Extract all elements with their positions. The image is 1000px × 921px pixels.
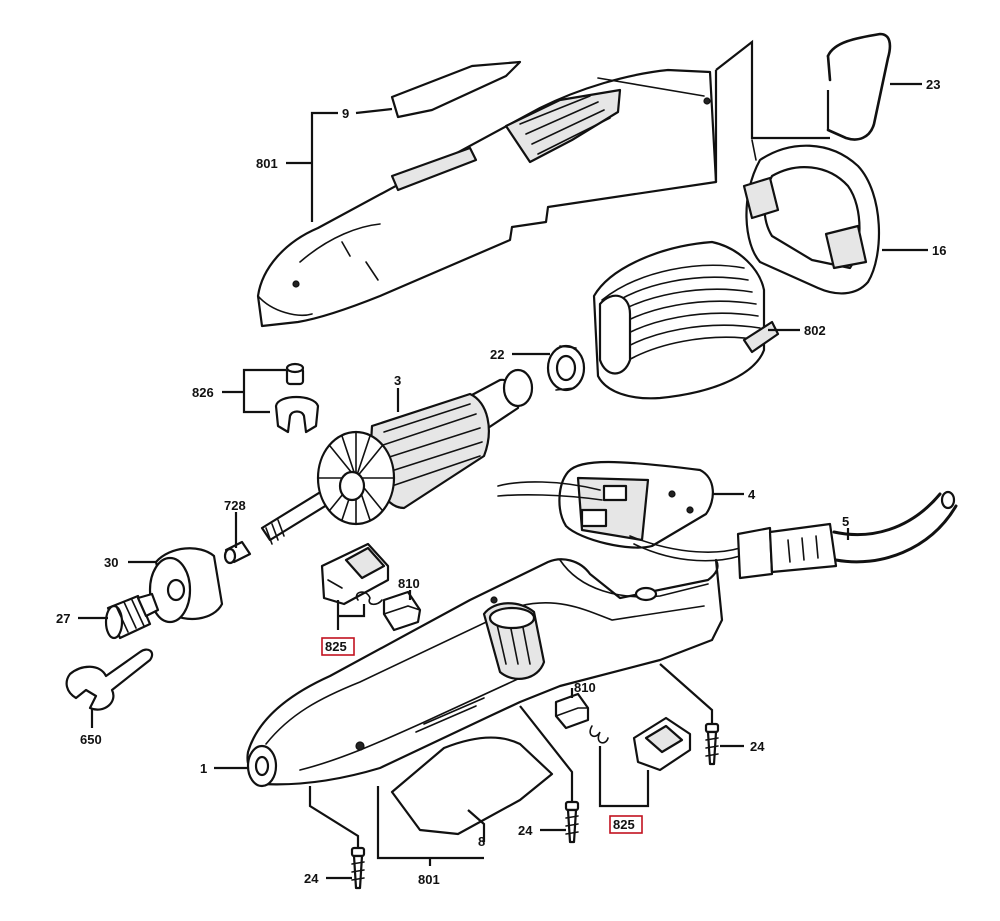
label-810-upper: 810 (398, 576, 420, 591)
part-802-field-coil (592, 240, 780, 400)
label-802: 802 (804, 323, 826, 338)
label-22: 22 (490, 347, 504, 362)
part-4-switch-assembly (497, 460, 741, 562)
part-30-nose-cap (148, 547, 224, 624)
label-4: 4 (748, 487, 756, 502)
part-22-bearing (546, 344, 586, 392)
part-826-bushing (274, 362, 320, 434)
leader-lines (78, 39, 928, 880)
label-650: 650 (80, 732, 102, 747)
part-16-end-cap (742, 139, 881, 295)
part-825-brush-cap-lower (589, 716, 692, 772)
label-24-right: 24 (750, 739, 765, 754)
part-810-brush-upper (355, 590, 422, 632)
part-24-screw-left (350, 846, 366, 890)
part-3-armature (260, 368, 534, 545)
label-30: 30 (104, 555, 118, 570)
label-825-upper: 825 (325, 639, 347, 654)
label-810-lower: 810 (574, 680, 596, 695)
part-8-label-plate (390, 736, 554, 836)
part-650-wrench (65, 648, 154, 711)
label-5: 5 (842, 514, 849, 529)
part-24-screw-mid (564, 800, 580, 844)
label-16: 16 (932, 243, 946, 258)
highlight-box-825-lower (609, 815, 643, 834)
part-5-power-cord (736, 490, 958, 580)
part-801-upper-housing (256, 68, 718, 328)
part-728-spindle-pin (223, 540, 252, 565)
label-24-mid: 24 (518, 823, 533, 838)
part-27-collet-nut (104, 592, 160, 640)
label-9: 9 (342, 106, 349, 121)
label-801-top: 801 (256, 156, 278, 171)
part-825-brush-cap-upper (320, 542, 390, 606)
label-826: 826 (192, 385, 214, 400)
label-825-lower: 825 (613, 817, 635, 832)
label-23: 23 (926, 77, 940, 92)
highlight-box-825-upper (321, 637, 355, 656)
label-8: 8 (478, 834, 485, 849)
label-1: 1 (200, 761, 207, 776)
part-24-screw-right (704, 722, 720, 766)
part-1-lower-housing (246, 558, 724, 788)
label-728: 728 (224, 498, 246, 513)
label-27: 27 (56, 611, 70, 626)
part-9-label-plate (390, 60, 522, 119)
label-3: 3 (394, 373, 401, 388)
label-24-left: 24 (304, 871, 319, 886)
part-810-brush-lower (554, 692, 590, 730)
label-801-bottom: 801 (418, 872, 440, 887)
part-23-wire-clip (826, 32, 892, 141)
